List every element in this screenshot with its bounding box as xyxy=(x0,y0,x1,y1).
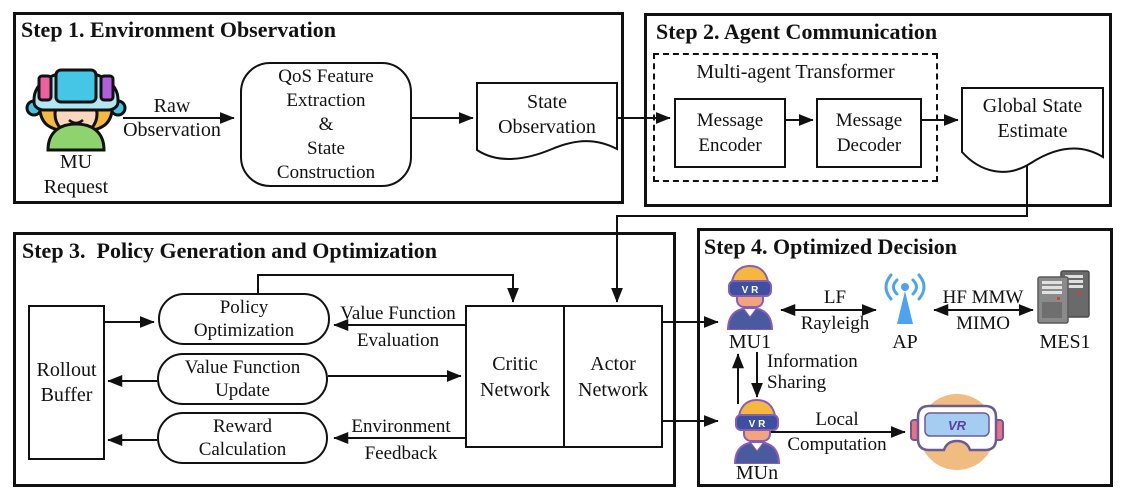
vr-headset-icon: VR xyxy=(910,394,1004,470)
global-state-doc-shape xyxy=(961,87,1104,173)
mes1-server-icon xyxy=(1037,270,1090,324)
state-observation-doc-shape xyxy=(476,82,618,160)
step2-box xyxy=(644,13,1112,207)
svg-text:V R: V R xyxy=(742,285,759,296)
step1-title: Step 1. Environment Observation xyxy=(21,17,336,42)
svg-text:VR: VR xyxy=(948,418,967,433)
multi-agent-transformer-box xyxy=(653,53,938,182)
mes1-label: MES1 xyxy=(1039,331,1091,353)
local-computation-label: Local Computation xyxy=(787,409,887,455)
mu1-agent-icon: V R xyxy=(726,264,774,330)
step2-title: Step 2. Agent Communication xyxy=(656,19,938,44)
step3-title: Step 3. Policy Generation and Optimizati… xyxy=(22,238,437,263)
step4-box xyxy=(697,228,1113,487)
ap-label: AP xyxy=(892,331,918,353)
step3-box xyxy=(13,232,676,487)
multi-agent-transformer-label: Multi-agent Transformer xyxy=(696,61,895,83)
hf-mmw-mimo-label: HF MMW MIMO xyxy=(942,287,1024,334)
mu1-label: MU1 xyxy=(728,331,772,353)
step1-box xyxy=(13,12,624,204)
value-function-evaluation-label: Value Function Evaluation xyxy=(340,303,456,351)
connector-globalstate-to-actor xyxy=(611,158,1028,303)
mun-agent-icon: V R xyxy=(733,398,781,464)
mu-user-vr-icon xyxy=(25,68,127,152)
step4-title: Step 4. Optimized Decision xyxy=(704,234,957,259)
mun-label: MUn xyxy=(735,462,779,484)
ap-antenna-icon xyxy=(884,273,926,324)
connector-policy-to-critic xyxy=(257,274,519,303)
svg-text:V R: V R xyxy=(749,419,766,430)
lf-rayleigh-label: LF Rayleigh xyxy=(800,287,870,334)
environment-feedback-label: Environment Feedback xyxy=(351,416,451,464)
